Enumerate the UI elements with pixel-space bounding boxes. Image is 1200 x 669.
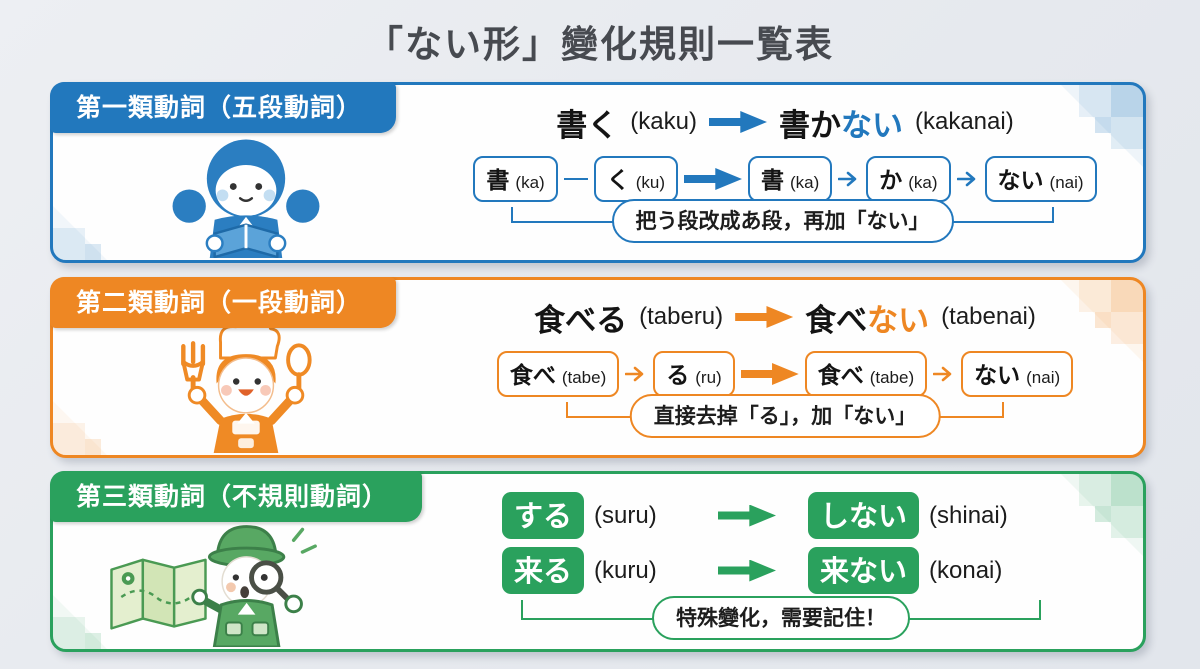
explorer-magnifier-icon <box>93 505 365 647</box>
flow-box: 書(ka) <box>473 156 558 202</box>
group3-rows: する (suru) しない (shinai) 来る (kuru) 来ない (ko… <box>441 492 1129 594</box>
small-arrow-icon <box>838 171 857 187</box>
group2-content: 食べる (taberu) 食べない (tabenai) 食べ(tabe) る(r… <box>441 288 1129 438</box>
result-romaji: (konai) <box>929 556 1003 584</box>
small-arrow-icon <box>625 366 644 382</box>
result-verb: 食べない <box>805 302 930 338</box>
result-romaji: (kakanai) <box>914 108 1014 135</box>
flow-box: か(ka) <box>866 156 951 202</box>
verb-box: 来る <box>502 547 585 594</box>
group1-bracket: 把う段改成あ段，再加「ない」 <box>511 199 1054 243</box>
nai-suffix: ない <box>840 107 903 143</box>
group3-content: する (suru) しない (shinai) 来る (kuru) 来ない (ko… <box>441 482 1129 640</box>
flow-box: ない(nai) <box>961 351 1074 397</box>
small-arrow-icon <box>956 171 975 187</box>
group3-bracket: 特殊變化，需要記住！ <box>521 596 1041 640</box>
base-romaji: (suru) <box>594 501 657 529</box>
flow-box: 食べ(tabe) <box>804 351 928 397</box>
connector-line <box>563 177 588 181</box>
thick-arrow-icon <box>718 504 776 527</box>
girl-reading-icon <box>131 116 361 258</box>
result-romaji: (tabenai) <box>941 303 1036 330</box>
page-title: 「ない形」變化規則一覧表 <box>366 24 834 65</box>
flow-box: ない(nai) <box>984 156 1097 202</box>
verb-box: 来ない <box>808 547 920 594</box>
panel-group2-ichidan: 第二類動詞（一段動詞） 食べる ( <box>50 277 1146 458</box>
result-romaji: (shinai) <box>929 501 1008 529</box>
pixel-corner-decoration <box>53 401 107 455</box>
verb-box: しない <box>808 492 920 539</box>
thick-arrow-icon <box>708 111 767 133</box>
base-verb: 食べる <box>534 302 628 338</box>
irregular-row-suru: する (suru) しない (shinai) <box>502 492 1068 539</box>
group2-example-row: 食べる (taberu) 食べない (tabenai) <box>441 290 1129 344</box>
nai-suffix: ない <box>867 302 930 338</box>
chef-icon <box>131 311 361 453</box>
group2-header-tab: 第二類動詞（一段動詞） <box>50 277 397 328</box>
group2-rule-note: 直接去掉「る」，加「ない」 <box>629 394 941 438</box>
flow-box: る(ru) <box>653 351 735 397</box>
group3-header-tab: 第三類動詞（不規則動詞） <box>50 471 423 522</box>
result-verb: 書かない <box>778 107 903 143</box>
base-romaji: (kaku) <box>630 108 697 135</box>
group3-rule-note: 特殊變化，需要記住！ <box>652 596 910 640</box>
verb-box: する <box>502 492 585 539</box>
flow-box: 食べ(tabe) <box>496 351 620 397</box>
panel-group1-godan: 第一類動詞（五段動詞） 書く (kaku) 書かない (kakanai) <box>50 82 1146 263</box>
group1-flow-row: 書(ka) く(ku) 書(ka) か(ka) ない(nai) <box>441 155 1129 203</box>
flow-box: く(ku) <box>593 156 678 202</box>
panel-group3-irregular: 第三類動詞（不規則動詞） <box>50 471 1146 652</box>
thick-arrow-icon <box>735 306 794 328</box>
group1-example-row: 書く (kaku) 書かない (kakanai) <box>441 95 1129 149</box>
pixel-corner-decoration <box>53 206 107 260</box>
group1-rule-note: 把う段改成あ段，再加「ない」 <box>611 199 954 243</box>
base-romaji: (kuru) <box>594 556 657 584</box>
base-verb: 書く <box>556 107 619 143</box>
group1-content: 書く (kaku) 書かない (kakanai) 書(ka) く(ku) 書(k… <box>441 93 1129 243</box>
irregular-row-kuru: 来る (kuru) 来ない (konai) <box>502 547 1068 594</box>
thick-arrow-icon <box>718 559 776 582</box>
base-romaji: (taberu) <box>639 303 724 330</box>
small-arrow-icon <box>933 366 952 382</box>
group1-header-tab: 第一類動詞（五段動詞） <box>50 82 397 133</box>
flow-box: 書(ka) <box>747 156 833 202</box>
thick-arrow-icon <box>740 363 799 385</box>
group2-bracket: 直接去掉「る」，加「ない」 <box>566 394 1004 438</box>
thick-arrow-icon <box>683 168 742 190</box>
group2-flow-row: 食べ(tabe) る(ru) 食べ(tabe) ない(nai) <box>441 350 1129 398</box>
